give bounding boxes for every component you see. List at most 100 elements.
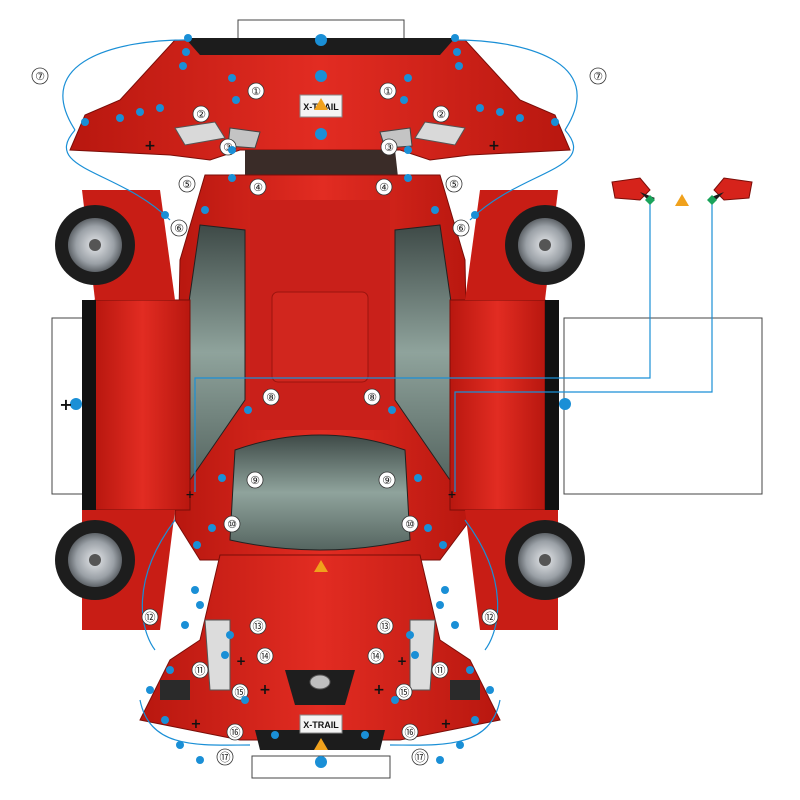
step-label-text: ② <box>196 108 206 121</box>
glue-dot-icon <box>455 62 463 70</box>
step-label-left-4: ④ <box>249 178 267 196</box>
step-label-text: ⑭ <box>260 650 271 663</box>
glue-dot-icon <box>496 108 504 116</box>
glue-dot-icon <box>424 524 432 532</box>
glue-dot-icon <box>218 474 226 482</box>
step-label-text: ⑩ <box>227 518 237 531</box>
triangle-marker-icon <box>314 738 328 750</box>
wheel-front-left <box>55 205 135 285</box>
wheel-rear-right <box>505 520 585 600</box>
glue-dot-icon <box>414 474 422 482</box>
step-label-text: ① <box>383 85 393 98</box>
step-label-left-9: ⑨ <box>246 471 264 489</box>
step-label-text: ⑬ <box>253 620 264 633</box>
step-label-text: ⑨ <box>250 474 260 487</box>
wheel-rear-left <box>55 520 135 600</box>
step-label-right-7: ⑦ <box>589 67 607 85</box>
step-label-left-7: ⑦ <box>31 67 49 85</box>
glue-dot-icon <box>439 541 447 549</box>
diamond-marker-icon <box>707 195 717 205</box>
step-label-text: ④ <box>379 181 389 194</box>
step-label-left-13: ⑬ <box>249 617 267 635</box>
triangle-marker-icon <box>314 560 328 572</box>
car-body-top <box>174 150 471 561</box>
plus-mark-icon: + <box>59 395 72 414</box>
glue-dot-icon <box>476 104 484 112</box>
step-label-text: ⑮ <box>399 686 410 699</box>
step-label-text: ⑨ <box>382 474 392 487</box>
step-label-text: ① <box>251 85 261 98</box>
glue-dot-icon <box>559 398 571 410</box>
step-label-text: ⑩ <box>405 518 415 531</box>
step-label-right-11: ⑪ <box>431 661 449 679</box>
step-label-right-1: ① <box>379 82 397 100</box>
glue-dot-icon <box>228 74 236 82</box>
glue-dot-icon <box>166 666 174 674</box>
glue-dot-icon <box>161 716 169 724</box>
glue-dot-icon <box>244 406 252 414</box>
glue-dot-icon <box>241 696 249 704</box>
step-label-text: ⑪ <box>435 664 446 677</box>
step-label-text: ⑤ <box>182 178 192 191</box>
glue-dot-icon <box>453 48 461 56</box>
glue-dot-icon <box>191 586 199 594</box>
glue-dot-icon <box>451 34 459 42</box>
glue-dot-icon <box>388 406 396 414</box>
plus-mark-icon: + <box>236 654 246 668</box>
glue-dot-icon <box>411 651 419 659</box>
glue-dot-icon <box>176 741 184 749</box>
glue-dot-icon <box>228 174 236 182</box>
mirror-right-part <box>709 177 753 202</box>
step-label-text: ③ <box>223 141 233 154</box>
step-label-text: ⑦ <box>593 70 603 83</box>
step-label-text: ⑯ <box>230 726 241 739</box>
glue-dot-icon <box>184 34 192 42</box>
glue-dot-icon <box>271 731 279 739</box>
step-label-right-6: ⑥ <box>452 219 470 237</box>
glue-dot-icon <box>116 114 124 122</box>
glue-dot-icon <box>315 70 327 82</box>
step-label-text: ⑥ <box>456 222 466 235</box>
glue-dot-icon <box>551 118 559 126</box>
plus-mark-icon: + <box>259 682 271 698</box>
step-label-left-1: ① <box>247 82 265 100</box>
glue-dot-icon <box>456 741 464 749</box>
plus-mark-icon: + <box>373 682 385 698</box>
glue-dot-icon <box>436 756 444 764</box>
plus-mark-icon: + <box>488 138 500 154</box>
step-label-text: ④ <box>253 181 263 194</box>
step-label-left-2: ② <box>192 105 210 123</box>
step-label-right-5: ⑤ <box>445 175 463 193</box>
glue-dot-icon <box>70 398 82 410</box>
step-label-text: ⑧ <box>266 391 276 404</box>
glue-dot-icon <box>161 211 169 219</box>
step-label-left-10: ⑩ <box>223 515 241 533</box>
markers: +++++++++++ <box>59 98 717 750</box>
plus-mark-icon: + <box>397 654 407 668</box>
glue-dot-icon <box>208 524 216 532</box>
step-label-right-15: ⑮ <box>395 683 413 701</box>
front-plate-text: X-TRAIL <box>303 720 339 730</box>
glue-dot-icon <box>136 108 144 116</box>
step-label-text: ⑧ <box>367 391 377 404</box>
plus-mark-icon: + <box>185 488 194 501</box>
triangle-marker-icon <box>314 98 328 110</box>
step-label-text: ⑯ <box>405 726 416 739</box>
step-label-text: ⑪ <box>195 664 206 677</box>
step-label-left-14: ⑭ <box>256 647 274 665</box>
plus-mark-icon: + <box>447 488 456 501</box>
glue-dot-icon <box>404 174 412 182</box>
glue-dot-icon <box>196 756 204 764</box>
glue-dot-icon <box>441 586 449 594</box>
glue-dot-icon <box>361 731 369 739</box>
step-label-text: ⑤ <box>449 178 459 191</box>
brand-emblem <box>309 674 331 690</box>
glue-dot-icon <box>404 146 412 154</box>
glue-dot-icon <box>193 541 201 549</box>
plus-mark-icon: + <box>144 138 156 154</box>
step-label-right-2: ② <box>432 105 450 123</box>
step-label-text: ⑫ <box>145 611 156 624</box>
